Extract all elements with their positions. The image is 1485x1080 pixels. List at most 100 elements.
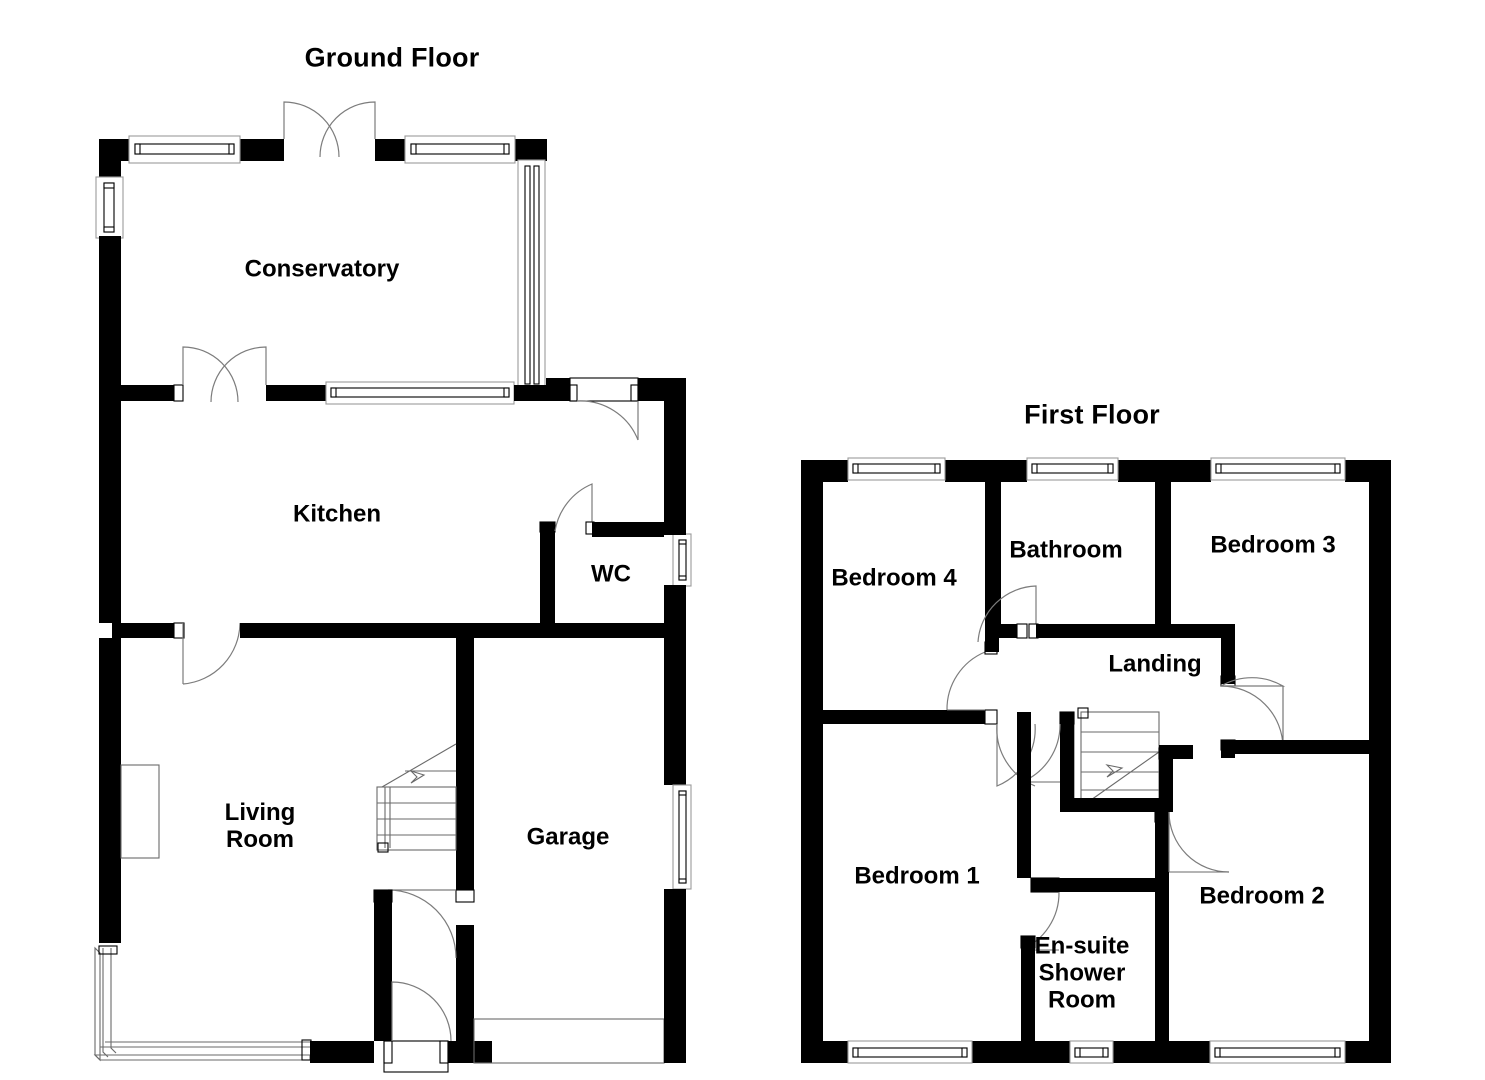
wall-segment	[1221, 740, 1235, 758]
window-conservatory-top-right	[404, 135, 516, 164]
window-conservatory-top-left	[128, 135, 241, 164]
wall-segment	[664, 630, 686, 785]
wall-segment	[1036, 624, 1091, 638]
wall-segment	[664, 585, 686, 630]
wall-segment	[1159, 745, 1173, 812]
wall-segment	[99, 638, 121, 943]
room-label-bedroom-2: Bedroom 2	[1199, 882, 1325, 910]
wall-segment	[1345, 460, 1391, 482]
window-ensuite-rear	[1069, 1040, 1114, 1064]
wall-segment	[456, 638, 474, 890]
wall-segment	[972, 1041, 1070, 1063]
staircase-ground	[376, 743, 457, 853]
wall-segment	[638, 378, 686, 401]
wall-segment	[1155, 812, 1169, 1041]
wall-segment	[801, 482, 823, 1041]
wall-segment	[945, 460, 1027, 482]
wall-segment	[664, 1041, 686, 1063]
wall-segment	[514, 385, 546, 401]
glazed-screen-conservatory-right	[517, 159, 546, 391]
wall-segment	[240, 139, 284, 161]
room-label-bedroom-4: Bedroom 4	[831, 564, 957, 592]
door-conservatory-kitchen-double	[182, 346, 267, 403]
wall-segment	[112, 385, 174, 401]
wall-segment	[99, 139, 129, 161]
garage-door	[473, 1018, 665, 1064]
door-bathroom	[977, 585, 1037, 643]
wall-segment	[1235, 740, 1369, 754]
room-label-ensuite-shower-room: En-suite Shower Room	[1034, 932, 1130, 1014]
wall-segment	[374, 890, 392, 1041]
fireplace-recess	[120, 764, 160, 859]
wall-segment	[546, 378, 570, 401]
door-wc	[554, 483, 595, 535]
window-bedroom2-rear	[1209, 1040, 1346, 1064]
wall-segment	[985, 624, 1017, 638]
room-label-bathroom: Bathroom	[1009, 536, 1123, 564]
door-landing-left	[946, 641, 998, 711]
wall-segment	[456, 623, 666, 638]
wall-segment	[664, 401, 686, 517]
room-label-bedroom-3: Bedroom 3	[1210, 531, 1336, 559]
room-label-wc: WC	[591, 560, 631, 588]
wall-segment	[310, 1041, 374, 1063]
window-bedroom1-rear	[847, 1040, 973, 1064]
wall-segment	[1118, 460, 1211, 482]
wall-segment	[985, 482, 1001, 637]
door-bedroom2	[1168, 811, 1230, 873]
first-floor-geometry	[801, 457, 1391, 1064]
door-bedroom3	[1220, 677, 1286, 749]
window-wc-right	[672, 533, 692, 587]
wall-segment	[240, 623, 456, 638]
wall-segment	[1021, 936, 1035, 1041]
door-garage-internal	[387, 889, 475, 959]
room-label-landing: Landing	[1108, 650, 1202, 678]
room-label-garage: Garage	[526, 823, 610, 851]
wall-segment	[1113, 1041, 1210, 1063]
wall-segment	[515, 139, 547, 161]
room-label-kitchen: Kitchen	[292, 500, 382, 528]
wall-segment	[1221, 624, 1235, 684]
wall-segment	[266, 385, 326, 401]
staircase-first	[1073, 707, 1160, 808]
wall-segment	[1031, 878, 1169, 892]
door-living-room	[182, 622, 241, 685]
wall-segment	[823, 710, 985, 724]
window-bedroom4-front	[847, 457, 946, 481]
wall-segment	[99, 161, 121, 179]
wall-segment	[1345, 1041, 1391, 1063]
wall-segment	[1159, 745, 1193, 759]
wall-segment	[456, 925, 474, 1041]
window-bathroom-front	[1026, 457, 1119, 481]
room-label-bedroom-1: Bedroom 1	[854, 862, 980, 890]
wall-segment	[112, 623, 174, 638]
ground-floor-geometry	[93, 101, 692, 1073]
wall-segment	[1155, 482, 1171, 637]
wall-segment	[540, 522, 555, 630]
door-front	[383, 981, 452, 1073]
wall-segment	[1060, 798, 1159, 812]
window-living-room-bay-left	[94, 945, 118, 1062]
window-garage-right	[672, 784, 692, 890]
wall-segment	[1017, 712, 1031, 878]
wall-segment	[99, 391, 121, 623]
wall-segment	[1060, 712, 1074, 808]
wall-segment	[1369, 482, 1391, 1041]
floor-title-first: First Floor	[1024, 399, 1160, 430]
door-kitchen-back	[569, 377, 639, 441]
wall-segment	[1091, 624, 1235, 638]
window-conservatory-left	[95, 176, 124, 239]
room-label-living-room: Living Room	[224, 799, 296, 853]
wall-segment	[592, 522, 664, 537]
window-living-room-bay-bottom	[93, 1039, 312, 1061]
window-bedroom3-front	[1210, 457, 1346, 481]
window-kitchen-rear	[325, 381, 515, 405]
wall-segment	[448, 1041, 492, 1063]
wall-segment	[375, 139, 405, 161]
wall-segment	[664, 889, 686, 1041]
wall-segment	[801, 460, 848, 482]
wall-segment	[99, 236, 121, 391]
wall-segment	[664, 517, 686, 535]
